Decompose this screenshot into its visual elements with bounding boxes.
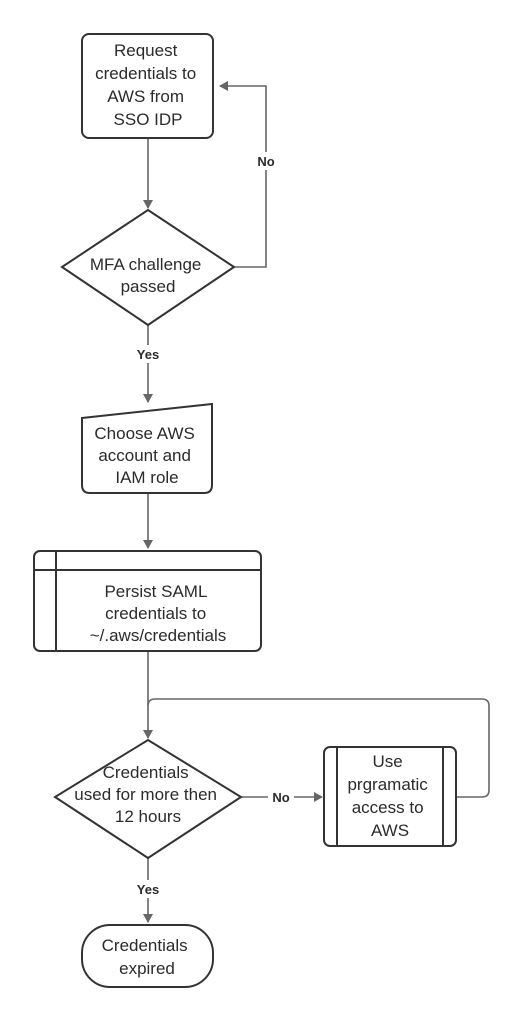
label-used-yes: Yes [137, 882, 159, 897]
request-line-1: Request [114, 41, 178, 60]
choose-shape [81, 402, 213, 494]
label-mfa-yes: Yes [137, 347, 159, 362]
request-text: Request credentials to AWS from SSO IDP [95, 41, 201, 129]
use-access-line-4: AWS [371, 821, 409, 840]
node-credentials-expired: Credentials expired [81, 924, 214, 988]
edge-use-access-loop [147, 698, 490, 798]
choose-line-1: Choose AWS [94, 424, 194, 443]
expired-text: Credentials expired [102, 936, 193, 978]
label-bg-used-no [268, 788, 294, 806]
edge-mfa-no-loop [219, 81, 267, 268]
label-used-no: No [272, 790, 289, 805]
request-line-2: credentials to [95, 64, 196, 83]
label-bg-mfa-no [254, 152, 278, 170]
request-box [81, 33, 214, 139]
persist-box [33, 550, 262, 652]
persist-line-2: credentials to [105, 604, 206, 623]
node-choose-account: Choose AWS account and IAM role [81, 402, 213, 494]
mfa-line-1: MFA challenge [90, 255, 202, 274]
use-access-box [323, 746, 457, 847]
request-line-4: SSO IDP [114, 110, 183, 129]
label-bg-used-yes [130, 880, 166, 898]
used-diamond [53, 738, 243, 860]
label-mfa-no: No [257, 154, 274, 169]
use-access-line-2: prgramatic [347, 775, 428, 794]
expired-pill [81, 924, 214, 988]
node-request-credentials: Request credentials to AWS from SSO IDP [81, 33, 214, 139]
choose-line-3: IAM role [115, 468, 178, 487]
used-text: Credentials used for more then 12 hours [74, 763, 221, 826]
use-access-line-3: access to [352, 798, 424, 817]
persist-line-3: ~/.aws/credentials [90, 626, 227, 645]
used-line-2: used for more then [74, 785, 217, 804]
choose-line-2: account and [98, 446, 191, 465]
use-access-line-1: Use [373, 752, 403, 771]
node-persist-credentials: Persist SAML credentials to ~/.aws/crede… [33, 550, 262, 652]
mfa-line-2: passed [121, 277, 176, 296]
expired-line-2: expired [119, 959, 175, 978]
node-mfa-challenge: MFA challenge passed [60, 208, 236, 327]
node-use-access: Use prgramatic access to AWS [323, 746, 457, 847]
used-line-3: 12 hours [115, 807, 181, 826]
mfa-text: MFA challenge passed [90, 255, 206, 296]
request-line-3: AWS from [107, 87, 184, 106]
used-line-1: Credentials [103, 763, 189, 782]
label-bg-mfa-yes [130, 345, 166, 363]
persist-text: Persist SAML credentials to ~/.aws/crede… [90, 582, 227, 645]
persist-line-1: Persist SAML [104, 582, 207, 601]
use-access-text: Use prgramatic access to AWS [347, 752, 432, 840]
node-credentials-used: Credentials used for more then 12 hours [53, 738, 243, 860]
choose-text: Choose AWS account and IAM role [94, 424, 199, 487]
expired-line-1: Credentials [102, 936, 188, 955]
edge-labels: No Yes No Yes [130, 152, 294, 898]
mfa-diamond [60, 208, 236, 327]
